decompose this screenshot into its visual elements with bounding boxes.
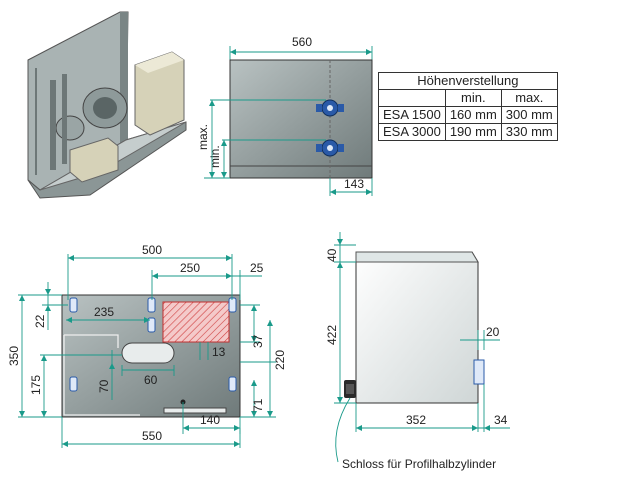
top-height-220-label: 220 bbox=[273, 350, 287, 370]
side-height-422-label: 422 bbox=[325, 325, 339, 345]
top-height-71-label: 71 bbox=[251, 398, 265, 412]
row-max: 300 mm bbox=[500, 106, 558, 124]
machine-3d-render bbox=[27, 11, 187, 199]
side-height-40-label: 40 bbox=[325, 248, 339, 262]
clamp-lower-icon bbox=[316, 139, 344, 157]
top-width-235-label: 235 bbox=[94, 305, 114, 319]
height-adjustment-table: Höhenverstellung min. max. ESA 1500 160 … bbox=[378, 72, 558, 141]
top-height-350-label: 350 bbox=[7, 346, 21, 366]
table-row: ESA 3000 190 mm 330 mm bbox=[378, 123, 558, 141]
front-max-label: max. bbox=[196, 124, 210, 150]
top-view: 500 250 25 235 22 350 175 70 bbox=[7, 243, 287, 448]
top-height-37-label: 37 bbox=[251, 334, 265, 348]
row-max: 330 mm bbox=[500, 123, 558, 141]
top-width-60-label: 60 bbox=[144, 373, 158, 387]
row-model: ESA 1500 bbox=[378, 106, 446, 124]
front-view: 560 max. min. 143 bbox=[196, 35, 373, 196]
top-width-250-label: 250 bbox=[180, 261, 200, 275]
table-title: Höhenverstellung bbox=[378, 72, 558, 90]
top-height-22-label: 22 bbox=[33, 314, 47, 328]
front-offset-label: 143 bbox=[344, 177, 364, 191]
row-model: ESA 3000 bbox=[378, 123, 446, 141]
top-width-140-label: 140 bbox=[200, 413, 220, 427]
table-header-max: max. bbox=[500, 89, 558, 107]
top-width-13-label: 13 bbox=[212, 345, 226, 359]
front-width-label: 560 bbox=[292, 35, 312, 49]
top-width-25-label: 25 bbox=[250, 261, 264, 275]
front-min-label: min. bbox=[208, 145, 222, 168]
row-min: 190 mm bbox=[444, 123, 502, 141]
side-width-34-label: 34 bbox=[494, 413, 508, 427]
top-width-550-label: 550 bbox=[142, 429, 162, 443]
table-header-min: min. bbox=[444, 89, 502, 107]
clamp-upper-icon bbox=[316, 99, 344, 117]
table-header-empty bbox=[378, 89, 446, 107]
side-view: 40 422 20 352 34 bbox=[325, 232, 510, 463]
top-height-175-label: 175 bbox=[29, 375, 43, 395]
top-height-70-label: 70 bbox=[97, 379, 111, 393]
side-width-20-label: 20 bbox=[486, 325, 500, 339]
side-width-352-label: 352 bbox=[406, 413, 426, 427]
row-min: 160 mm bbox=[444, 106, 502, 124]
top-width-500-label: 500 bbox=[142, 243, 162, 257]
lock-callout-label: Schloss für Profilhalbzylinder bbox=[342, 457, 496, 471]
table-row: ESA 1500 160 mm 300 mm bbox=[378, 106, 558, 124]
